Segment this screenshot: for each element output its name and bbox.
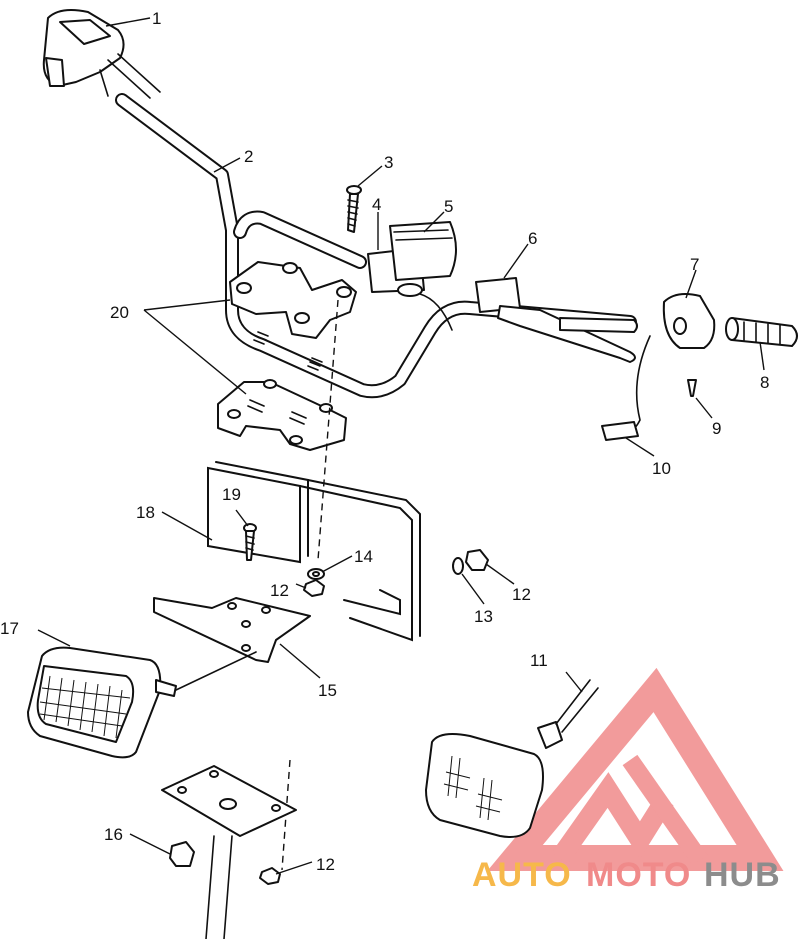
- callout-3: 3: [384, 153, 393, 172]
- nut-12-bottom: [259, 867, 281, 885]
- light-bracket: [207, 461, 421, 642]
- base-plate: [161, 765, 297, 939]
- watermark-moto: MOTO: [586, 856, 691, 894]
- throttle-housing: [42, 9, 161, 99]
- callout-4: 4: [372, 195, 381, 214]
- headlight: [27, 646, 257, 759]
- tail-light: [425, 679, 599, 838]
- axis-line: [317, 299, 339, 561]
- callout-12-left: 12: [270, 581, 289, 600]
- callout-10: 10: [652, 459, 671, 478]
- callout-18: 18: [136, 503, 155, 522]
- leader-lines: [37, 17, 765, 875]
- callout-8: 8: [760, 373, 769, 392]
- bolt: [346, 185, 362, 233]
- connector: [169, 841, 195, 867]
- handlebar: [115, 93, 637, 399]
- washer-13: [452, 557, 464, 575]
- lower-clamp: [217, 379, 347, 451]
- brake-lever: [475, 277, 638, 363]
- callout-16: 16: [104, 825, 123, 844]
- callout-13: 13: [474, 607, 493, 626]
- watermark-hub: HUB: [704, 856, 781, 894]
- callout-5: 5: [444, 197, 453, 216]
- callout-12-bottom: 12: [316, 855, 335, 874]
- callout-12-right: 12: [512, 585, 531, 604]
- callout-19: 19: [222, 485, 241, 504]
- automotohub-logo: [487, 667, 784, 871]
- upper-clamp: [229, 261, 357, 339]
- bolt-19: [243, 523, 257, 561]
- callout-7: 7: [690, 255, 699, 274]
- callout-11: 11: [530, 651, 548, 670]
- callout-17: 17: [0, 619, 19, 638]
- axis-line-lower: [281, 759, 291, 871]
- switch-housing: [367, 221, 457, 331]
- callout-14: 14: [354, 547, 373, 566]
- nut-12-right: [465, 549, 489, 571]
- thumb-throttle: [601, 293, 716, 441]
- callout-labels: 1 2 3 4 5 6 7 8 9 10 11 12 12 12 13 14 1…: [0, 9, 769, 874]
- mount-plate: [153, 597, 311, 663]
- callout-6: 6: [528, 229, 537, 248]
- callout-15: 15: [318, 681, 337, 700]
- callout-1: 1: [152, 9, 161, 28]
- hand-grip: [725, 317, 798, 347]
- screw: [687, 379, 697, 397]
- washer-14: [307, 568, 325, 580]
- callout-9: 9: [712, 419, 721, 438]
- callout-20: 20: [110, 303, 129, 322]
- nut-12-left: [303, 579, 325, 597]
- watermark-auto: AUTO: [472, 856, 572, 894]
- callout-2: 2: [244, 147, 253, 166]
- watermark-text: AUTO MOTO HUB: [472, 856, 781, 894]
